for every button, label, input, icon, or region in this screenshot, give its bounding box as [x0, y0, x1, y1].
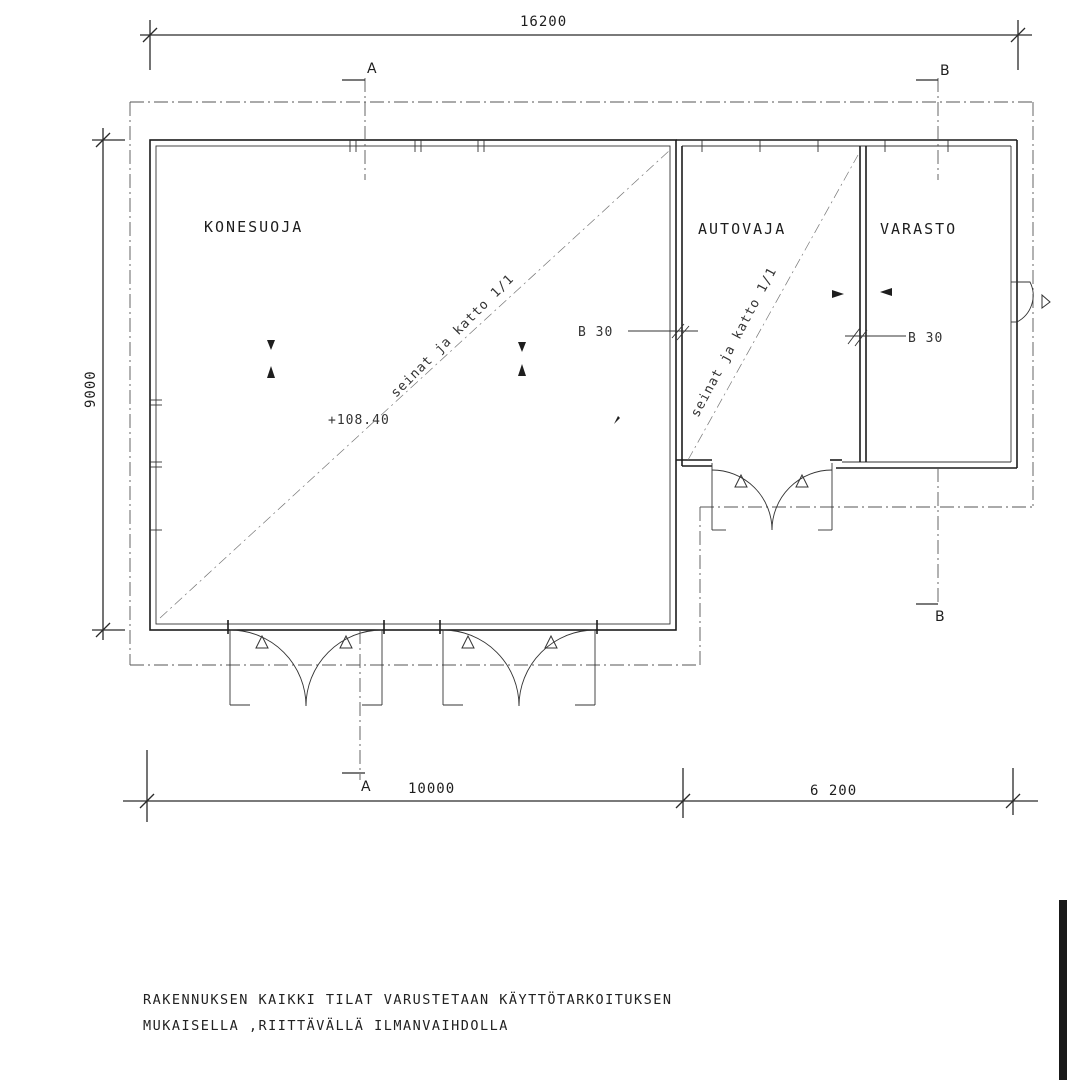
dim-total-width: 16200 — [520, 14, 567, 30]
room-label-konesuoja: KONESUOJA — [204, 218, 303, 236]
fire-class-left-label: B 30 — [578, 325, 613, 340]
walls — [149, 139, 1051, 634]
dim-right-segment: 6 200 — [810, 783, 857, 799]
left-dimension: 9000 — [83, 128, 125, 640]
konesuoja-door-left — [229, 629, 383, 707]
room-label-autovaja: AUTOVAJA — [698, 220, 786, 238]
eave-outline — [129, 101, 1034, 666]
bottom-dimension: 10000 6 200 — [123, 750, 1038, 822]
scan-edge-shadow — [1059, 900, 1067, 1080]
section-b-top-label: B — [940, 63, 950, 79]
dim-left-segment: 10000 — [408, 781, 455, 797]
section-a-bottom-label: A — [361, 779, 371, 795]
ventilation-note-line2: MUKAISELLA ,RIITTÄVÄLLÄ ILMANVAIHDOLLA — [143, 1016, 509, 1034]
fire-class-right-label: B 30 — [908, 331, 943, 346]
autovaja-door — [711, 463, 833, 531]
section-b-bottom-label: B — [935, 609, 945, 625]
konesuoja-door-right — [442, 629, 596, 707]
roof-diagonals — [159, 149, 859, 619]
section-a: A A — [342, 61, 377, 795]
section-a-top-label: A — [367, 61, 377, 77]
ventilation-note-line1: RAKENNUKSEN KAIKKI TILAT VARUSTETAAN KÄY… — [143, 990, 673, 1008]
top-dimension: 16200 — [140, 14, 1032, 70]
dim-total-depth: 9000 — [83, 370, 99, 408]
fire-class-left: B 30 — [578, 323, 698, 341]
room-label-varasto: VARASTO — [880, 220, 957, 238]
roof-annotation-right: seinat ja katto 1/1 — [688, 265, 780, 420]
floor-level-label: +108.40 — [328, 413, 390, 428]
section-b: B B — [916, 63, 950, 625]
direction-markers — [267, 288, 892, 424]
fire-class-right: B 30 — [845, 327, 943, 347]
roof-annotation-left: seinat ja katto 1/1 — [388, 272, 517, 401]
